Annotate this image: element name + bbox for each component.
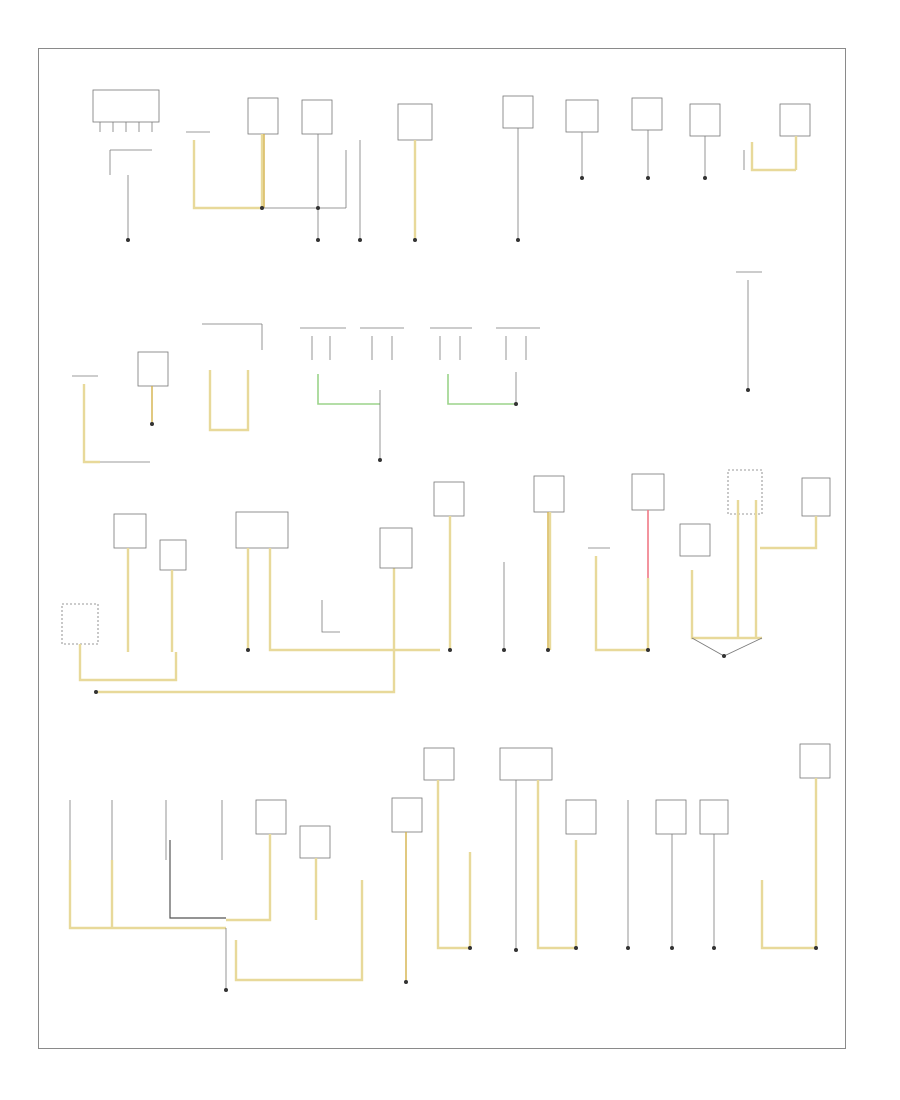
component-group bbox=[72, 323, 263, 464]
component-group bbox=[92, 89, 160, 242]
diagram-frame bbox=[38, 48, 846, 1049]
component-group bbox=[391, 743, 831, 984]
component-group bbox=[300, 327, 540, 462]
component-group bbox=[502, 95, 811, 242]
component-group bbox=[736, 271, 762, 392]
component-group bbox=[502, 469, 831, 658]
component-group bbox=[68, 799, 364, 992]
component-group bbox=[186, 97, 433, 242]
component-group bbox=[61, 481, 465, 694]
